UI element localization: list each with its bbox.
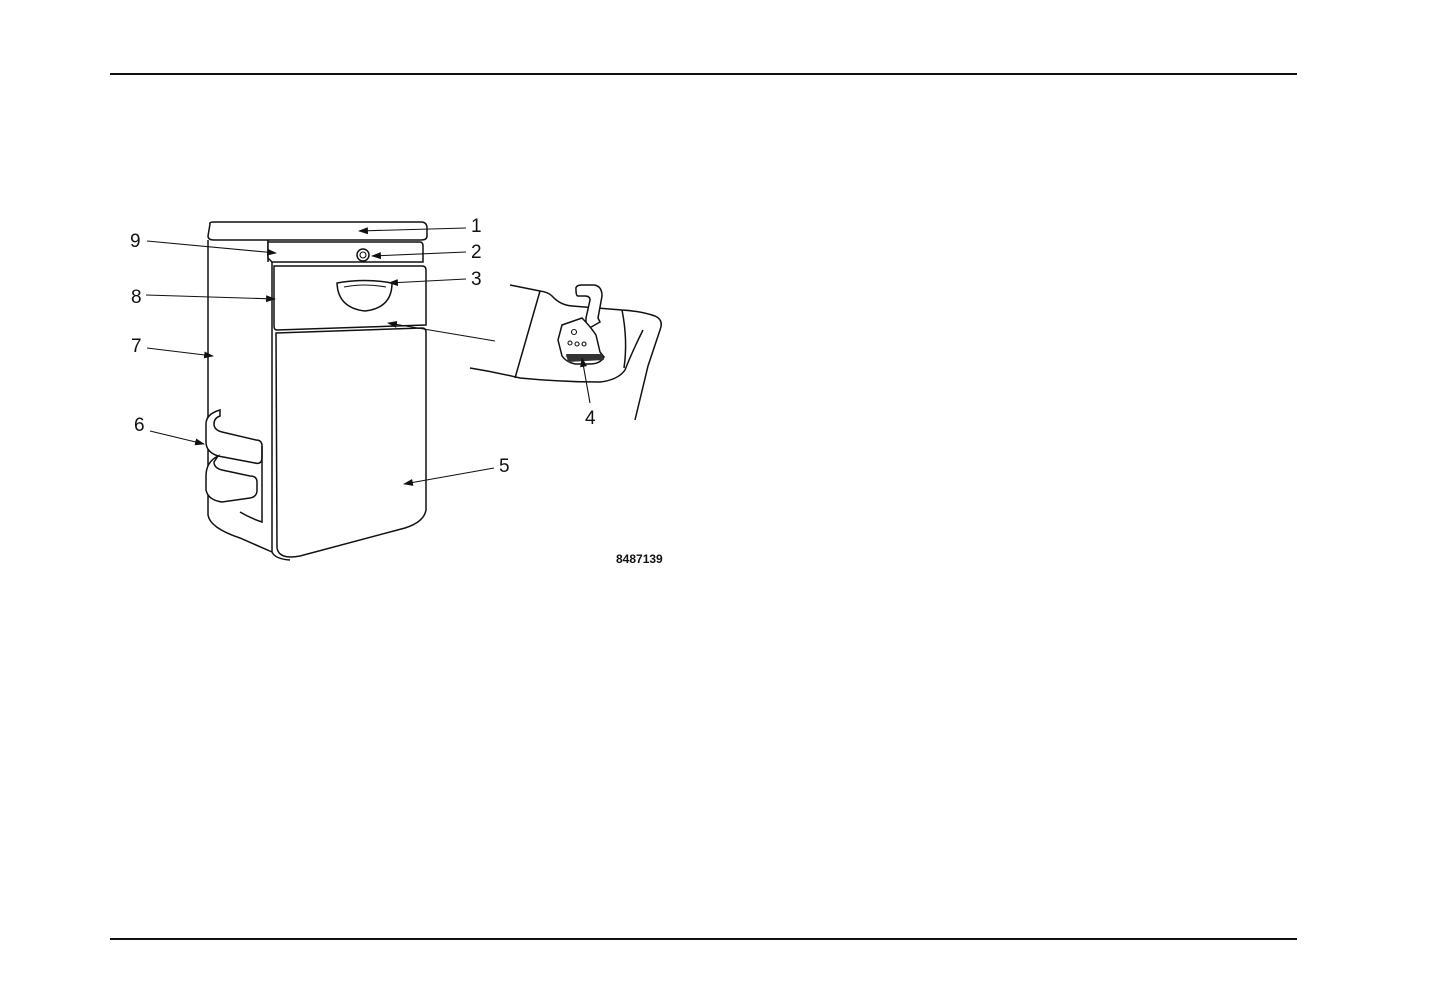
upper-drawer [274, 266, 426, 330]
callout-1: 1 [471, 216, 482, 237]
callout-9: 9 [130, 231, 141, 252]
callout-8: 8 [131, 287, 142, 308]
callout-2: 2 [471, 242, 482, 263]
callout-7: 7 [131, 336, 142, 357]
callout-4: 4 [585, 408, 596, 429]
hook-detail [470, 285, 661, 420]
callout-6: 6 [134, 415, 145, 436]
top-panel [268, 242, 423, 262]
cabinet-drawing [206, 222, 427, 560]
callout-5: 5 [499, 456, 510, 477]
callout-3: 3 [471, 269, 482, 290]
file-drawer [276, 328, 426, 557]
seat-cushion [208, 222, 427, 240]
figure-number: 8487139 [616, 552, 663, 566]
side-handle [206, 410, 262, 463]
